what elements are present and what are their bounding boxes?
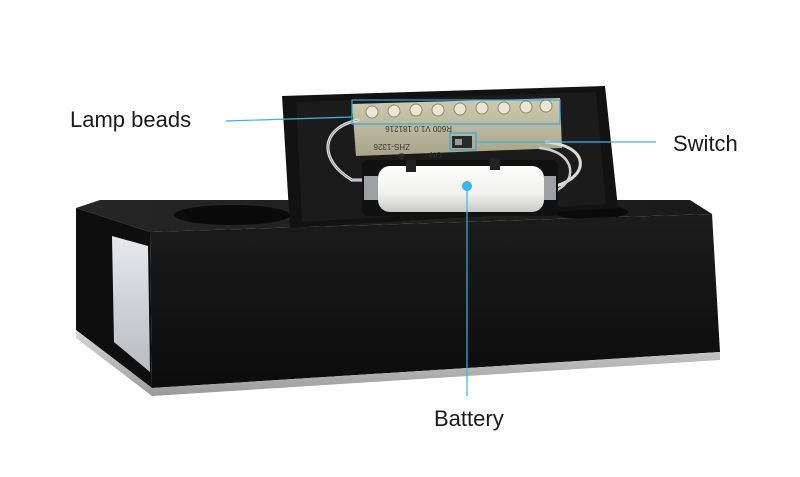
lamp-bead	[409, 103, 423, 117]
housing-front	[150, 214, 720, 388]
pcb-text-polarity: B-	[396, 151, 404, 160]
callout-box-lamp-beads	[351, 99, 561, 125]
left-light-window	[112, 236, 150, 372]
callout-line-lamp-beads	[225, 116, 353, 122]
lamp-housing	[76, 200, 720, 396]
lamp-bead	[365, 105, 379, 119]
callouts	[225, 99, 656, 396]
wire-right-2	[538, 146, 572, 194]
pcb-text-code: ZHS-1326	[373, 142, 410, 151]
lamp-bead	[539, 99, 553, 113]
wires	[326, 118, 582, 194]
lamp-bead	[497, 101, 511, 115]
lamp-bead-row	[365, 99, 553, 119]
battery-cell	[378, 166, 544, 212]
lamp-bead	[453, 102, 467, 116]
battery	[362, 158, 558, 216]
bottom-light-strip	[76, 330, 720, 396]
battery-clip-right	[490, 158, 500, 170]
label-switch: Switch	[673, 131, 738, 156]
slide-switch-knob	[455, 139, 462, 145]
pcb-silkscreen: R600 V1.0 181216 ZHS-1326 B- ON	[373, 124, 452, 160]
top-opening-left	[174, 205, 290, 225]
label-battery: Battery	[434, 406, 504, 431]
wire-left-outline	[327, 119, 369, 181]
lamp-bead	[519, 100, 533, 114]
lamp-bead	[431, 103, 445, 117]
pcb-text-on: ON	[430, 150, 442, 159]
battery-clip-left	[406, 160, 416, 172]
lamp-bead	[387, 104, 401, 118]
pcb-text-model: R600 V1.0 181216	[385, 124, 452, 133]
lamp-bead	[475, 101, 489, 115]
label-lamp-beads: Lamp beads	[70, 107, 192, 132]
battery-terminal-left	[364, 176, 378, 200]
battery-terminal-right	[544, 176, 556, 200]
callout-dot-battery	[462, 181, 472, 191]
